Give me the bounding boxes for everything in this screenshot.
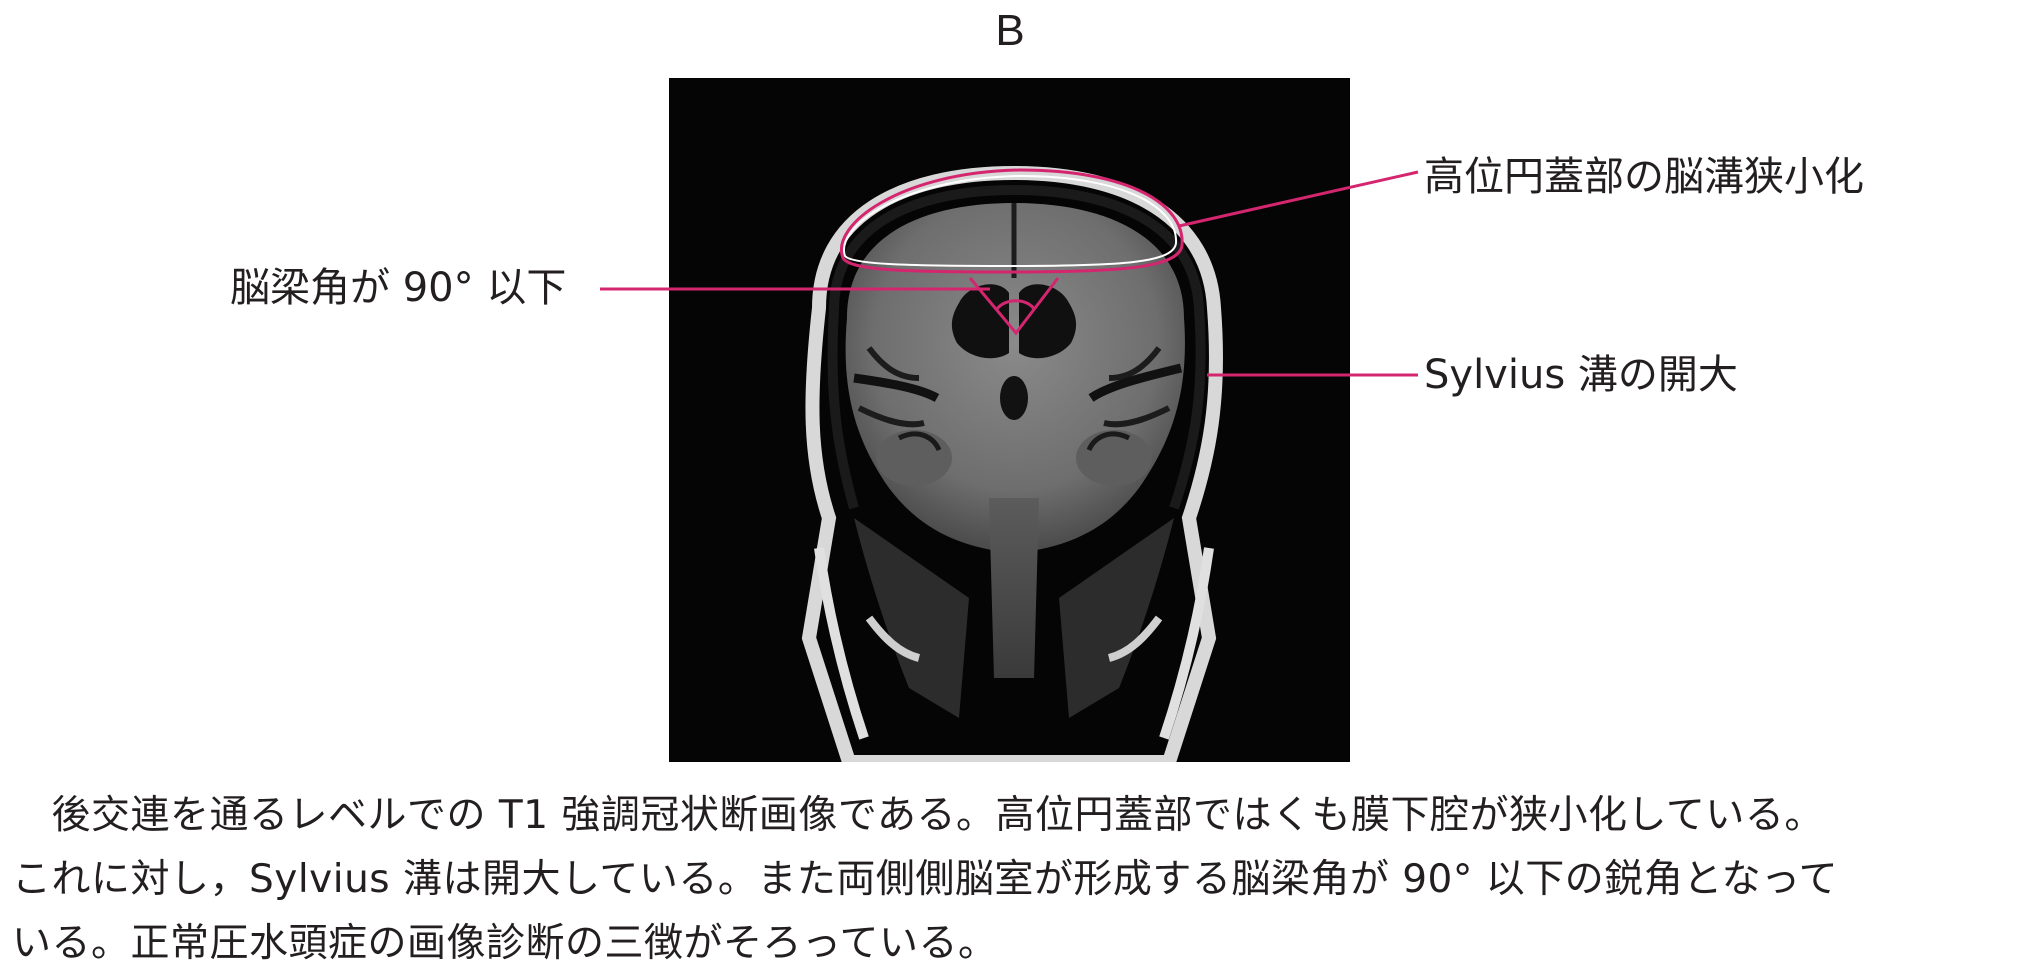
left-sylvian-fissure: [853, 373, 940, 403]
mri-illustration: [669, 78, 1350, 762]
mri-coronal-image: [669, 78, 1350, 762]
caption-line-2: これに対し，Sylvius 溝は開大している。また両側側脳室が形成する脳梁角が …: [12, 857, 1839, 902]
caption-line-3: いる。正常圧水頭症の画像診断の三徴がそろっている。: [12, 921, 998, 966]
right-sylvian-fissure: [1088, 363, 1183, 402]
annotation-sylvian-fissure: Sylvius 溝の開大: [1424, 352, 1738, 398]
annotation-high-convexity: 高位円蓋部の脳溝狭小化: [1424, 154, 1864, 200]
caption-line-1: 後交連を通るレベルでの T1 強調冠状断画像である。高位円蓋部ではくも膜下腔が狭…: [12, 793, 1824, 838]
third-ventricle: [1000, 376, 1028, 420]
annotation-callosal-angle: 脳梁角が 90° 以下: [230, 265, 567, 311]
panel-letter: B: [995, 6, 1025, 55]
figure-caption: 後交連を通るレベルでの T1 強調冠状断画像である。高位円蓋部ではくも膜下腔が狭…: [12, 784, 2007, 976]
brainstem: [989, 498, 1039, 678]
